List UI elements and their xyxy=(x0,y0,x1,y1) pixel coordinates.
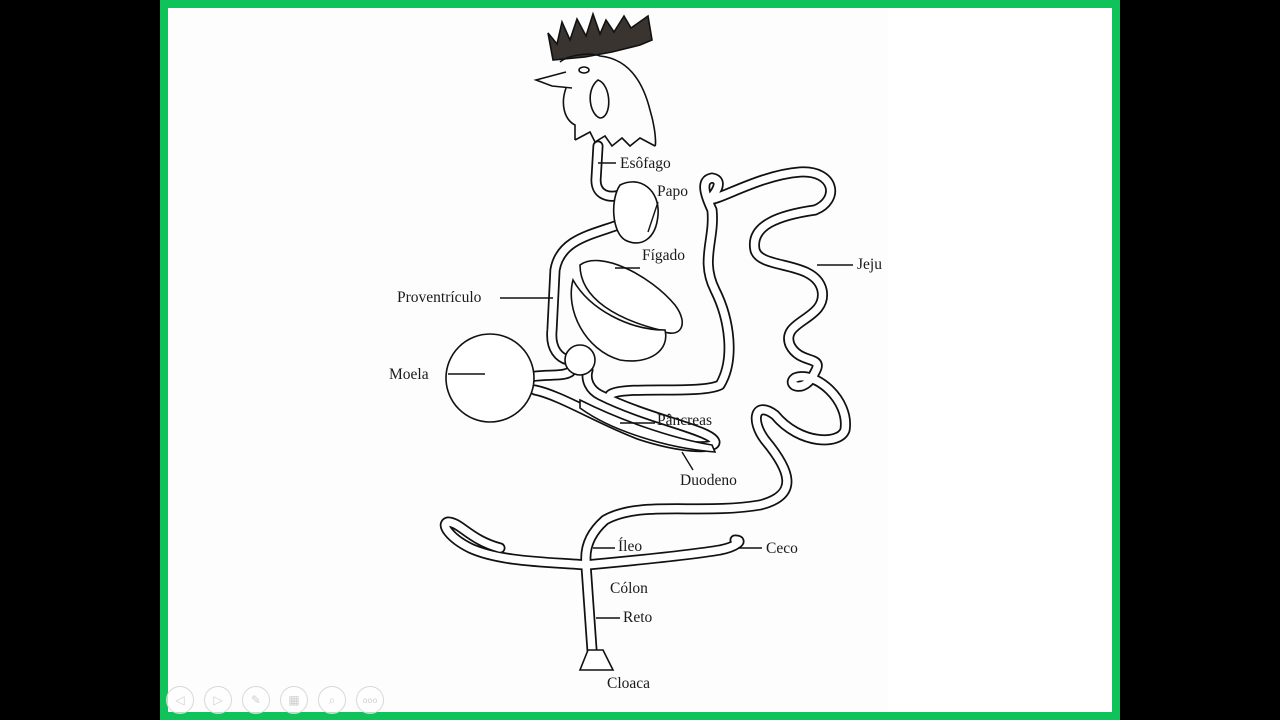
label-proventriculo: Proventrículo xyxy=(397,289,482,306)
label-ileo: Íleo xyxy=(618,538,643,555)
jejuno-ileo xyxy=(582,168,850,566)
pancreas xyxy=(579,398,717,453)
rooster-comb xyxy=(547,11,653,61)
label-papo: Papo xyxy=(657,183,688,200)
label-jejuno: Jeju xyxy=(857,257,882,273)
papo-crop xyxy=(612,181,659,244)
previous-slide-button[interactable]: ◁ xyxy=(166,686,194,714)
label-figado: Fígado xyxy=(642,247,686,264)
organs xyxy=(445,181,717,453)
label-cloaca: Cloaca xyxy=(607,675,651,692)
label-pancreas: Pâncreas xyxy=(657,412,713,429)
previous-icon: ◁ xyxy=(175,693,185,707)
proventriculus-bulb xyxy=(564,344,596,376)
next-slide-button[interactable]: ▷ xyxy=(204,686,232,714)
more-options-button[interactable]: ooo xyxy=(356,686,384,714)
zoom-button[interactable]: ⌕ xyxy=(318,686,346,714)
moela-gizzard xyxy=(445,333,535,423)
label-duodeno: Duodeno xyxy=(680,472,737,489)
zoom-icon: ⌕ xyxy=(328,692,336,707)
cloaca-shape xyxy=(578,649,615,671)
leader-lines xyxy=(448,162,853,619)
label-ceco: Ceco xyxy=(766,540,798,557)
label-reto: Reto xyxy=(623,609,653,626)
slideshow-controls: ◁ ▷ ✎ ▦ ⌕ ooo xyxy=(166,686,384,714)
proventriculo-tube xyxy=(548,221,622,364)
rooster-earlobe xyxy=(589,79,610,119)
pen-button[interactable]: ✎ xyxy=(242,686,270,714)
rooster-neck-bottom xyxy=(574,130,656,148)
see-all-slides-button[interactable]: ▦ xyxy=(280,686,308,714)
rooster-beak xyxy=(533,71,573,89)
slides-grid-icon: ▦ xyxy=(288,693,300,707)
rooster-head xyxy=(533,11,657,148)
leader-papo xyxy=(647,201,659,233)
label-esofago: Esôfago xyxy=(620,155,671,172)
duodeno-loop xyxy=(531,366,719,451)
label-colon: Cólon xyxy=(610,580,648,597)
label-moela: Moela xyxy=(389,366,429,383)
colon-reto xyxy=(582,561,596,654)
ceco-left xyxy=(441,518,590,569)
rooster-wattle xyxy=(562,87,576,140)
rooster-eye xyxy=(578,66,590,74)
ceco-right xyxy=(582,536,743,569)
rooster-head-outline xyxy=(559,53,657,147)
next-icon: ▷ xyxy=(213,693,223,707)
figado-liver-lobe-2 xyxy=(570,277,667,362)
more-icon: ooo xyxy=(362,695,378,705)
figado-liver-lobe-1 xyxy=(579,259,684,334)
pen-icon: ✎ xyxy=(250,693,262,707)
leader-duodeno xyxy=(681,451,694,471)
esofago-tube xyxy=(592,142,624,200)
